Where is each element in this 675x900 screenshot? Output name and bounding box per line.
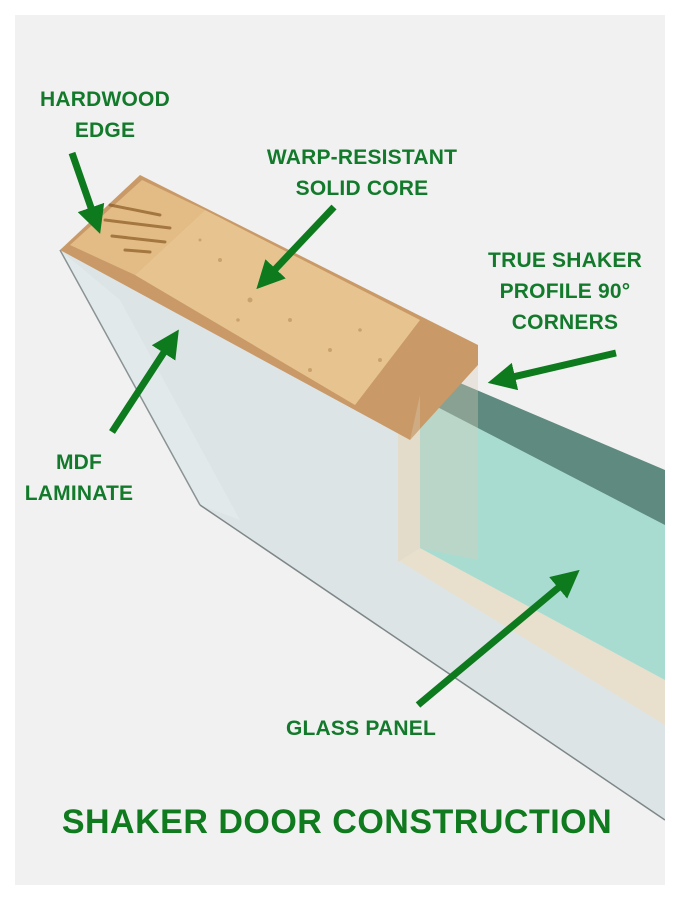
callout-mdf-laminate: MDF LAMINATE (25, 447, 134, 509)
diagram-canvas: HARDWOOD EDGE WARP-RESISTANT SOLID CORE … (15, 15, 665, 885)
callout-line: GLASS PANEL (286, 717, 436, 740)
callout-line: HARDWOOD (40, 88, 170, 111)
solid-core-block (135, 210, 420, 405)
callout-glass-panel: GLASS PANEL (286, 713, 436, 744)
arrow-shaker-profile (487, 349, 617, 391)
callout-line: WARP-RESISTANT (266, 146, 458, 169)
callout-shaker-profile: TRUE SHAKER PROFILE 90° CORNERS (488, 245, 642, 338)
callout-line: PROFILE 90° (499, 280, 631, 303)
callout-solid-core: WARP-RESISTANT SOLID CORE (267, 142, 457, 204)
callout-line: EDGE (74, 119, 136, 142)
callout-hardwood-edge: HARDWOOD EDGE (40, 84, 170, 146)
hardwood-edge-block (70, 180, 205, 275)
arrow-mdf-laminate (109, 329, 179, 434)
callout-line: CORNERS (511, 311, 619, 334)
diagram-title: SHAKER DOOR CONSTRUCTION (61, 803, 613, 841)
callout-line: MDF (55, 451, 103, 474)
glass-panel-edge (405, 366, 665, 525)
arrow-glass-panel (415, 569, 580, 708)
door-cross-section-illustration (59, 175, 665, 821)
callout-arrows (68, 151, 617, 708)
arrow-solid-core (256, 204, 337, 290)
callout-line: SOLID CORE (295, 177, 429, 200)
arrow-hardwood-edge (68, 151, 105, 234)
callout-line: LAMINATE (24, 482, 134, 505)
shaker-rebate (398, 545, 665, 725)
callout-line: TRUE SHAKER (488, 249, 642, 272)
door-face-laminate (60, 250, 665, 820)
